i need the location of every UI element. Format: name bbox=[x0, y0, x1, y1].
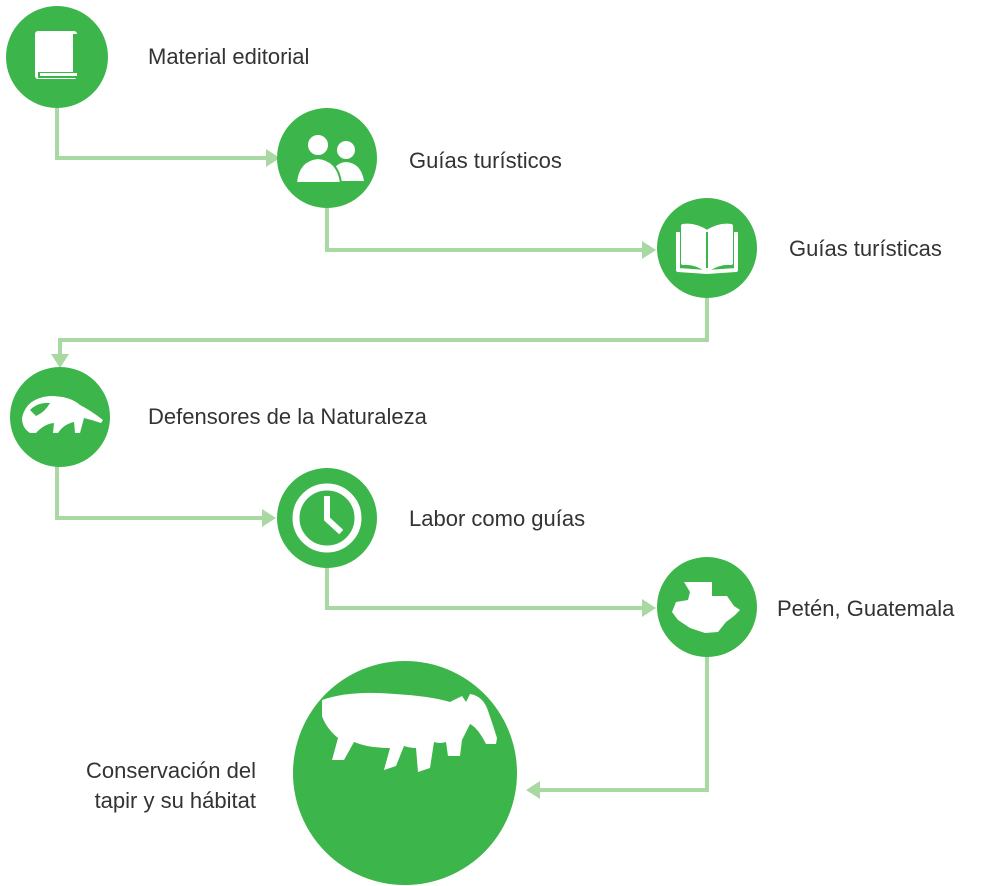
step-label-defensores: Defensores de la Naturaleza bbox=[148, 404, 427, 429]
arrowhead-4 bbox=[262, 509, 276, 527]
clock-icon bbox=[292, 483, 362, 553]
arrowhead-2 bbox=[642, 241, 656, 259]
connectors bbox=[55, 108, 709, 792]
step-label-labor-guias: Labor como guías bbox=[409, 506, 586, 531]
step-label-material-editorial: Material editorial bbox=[148, 44, 310, 69]
node-guias-turisticos bbox=[277, 108, 377, 208]
connector-1 bbox=[55, 108, 268, 160]
arrowhead-5 bbox=[642, 599, 656, 617]
connector-6 bbox=[540, 650, 709, 792]
nodes bbox=[6, 6, 757, 885]
connector-3 bbox=[58, 296, 709, 356]
arrowhead-6 bbox=[526, 781, 540, 799]
guatemala-map-icon bbox=[672, 582, 740, 633]
connector-5 bbox=[325, 560, 645, 610]
step-label-guias-turisticos: Guías turísticos bbox=[409, 148, 562, 173]
final-label-line2: tapir y su hábitat bbox=[94, 787, 256, 813]
node-conservacion bbox=[293, 661, 517, 885]
final-label-line1: Conservación del bbox=[86, 758, 256, 783]
connector-4 bbox=[55, 466, 264, 520]
anteater-icon bbox=[22, 396, 103, 433]
open-book-icon bbox=[676, 223, 738, 274]
final-label: Conservación del tapir y su hábitat bbox=[30, 756, 256, 815]
tapir-icon bbox=[322, 692, 497, 772]
arrowhead-1 bbox=[266, 149, 280, 167]
arrowhead-3 bbox=[51, 354, 69, 368]
people-icon bbox=[294, 133, 364, 184]
step-label-peten: Petén, Guatemala bbox=[777, 596, 955, 621]
connector-arrowheads bbox=[51, 149, 656, 799]
connector-2 bbox=[325, 208, 645, 252]
step-label-guias-turisticas: Guías turísticas bbox=[789, 236, 942, 261]
book-icon bbox=[35, 31, 77, 79]
